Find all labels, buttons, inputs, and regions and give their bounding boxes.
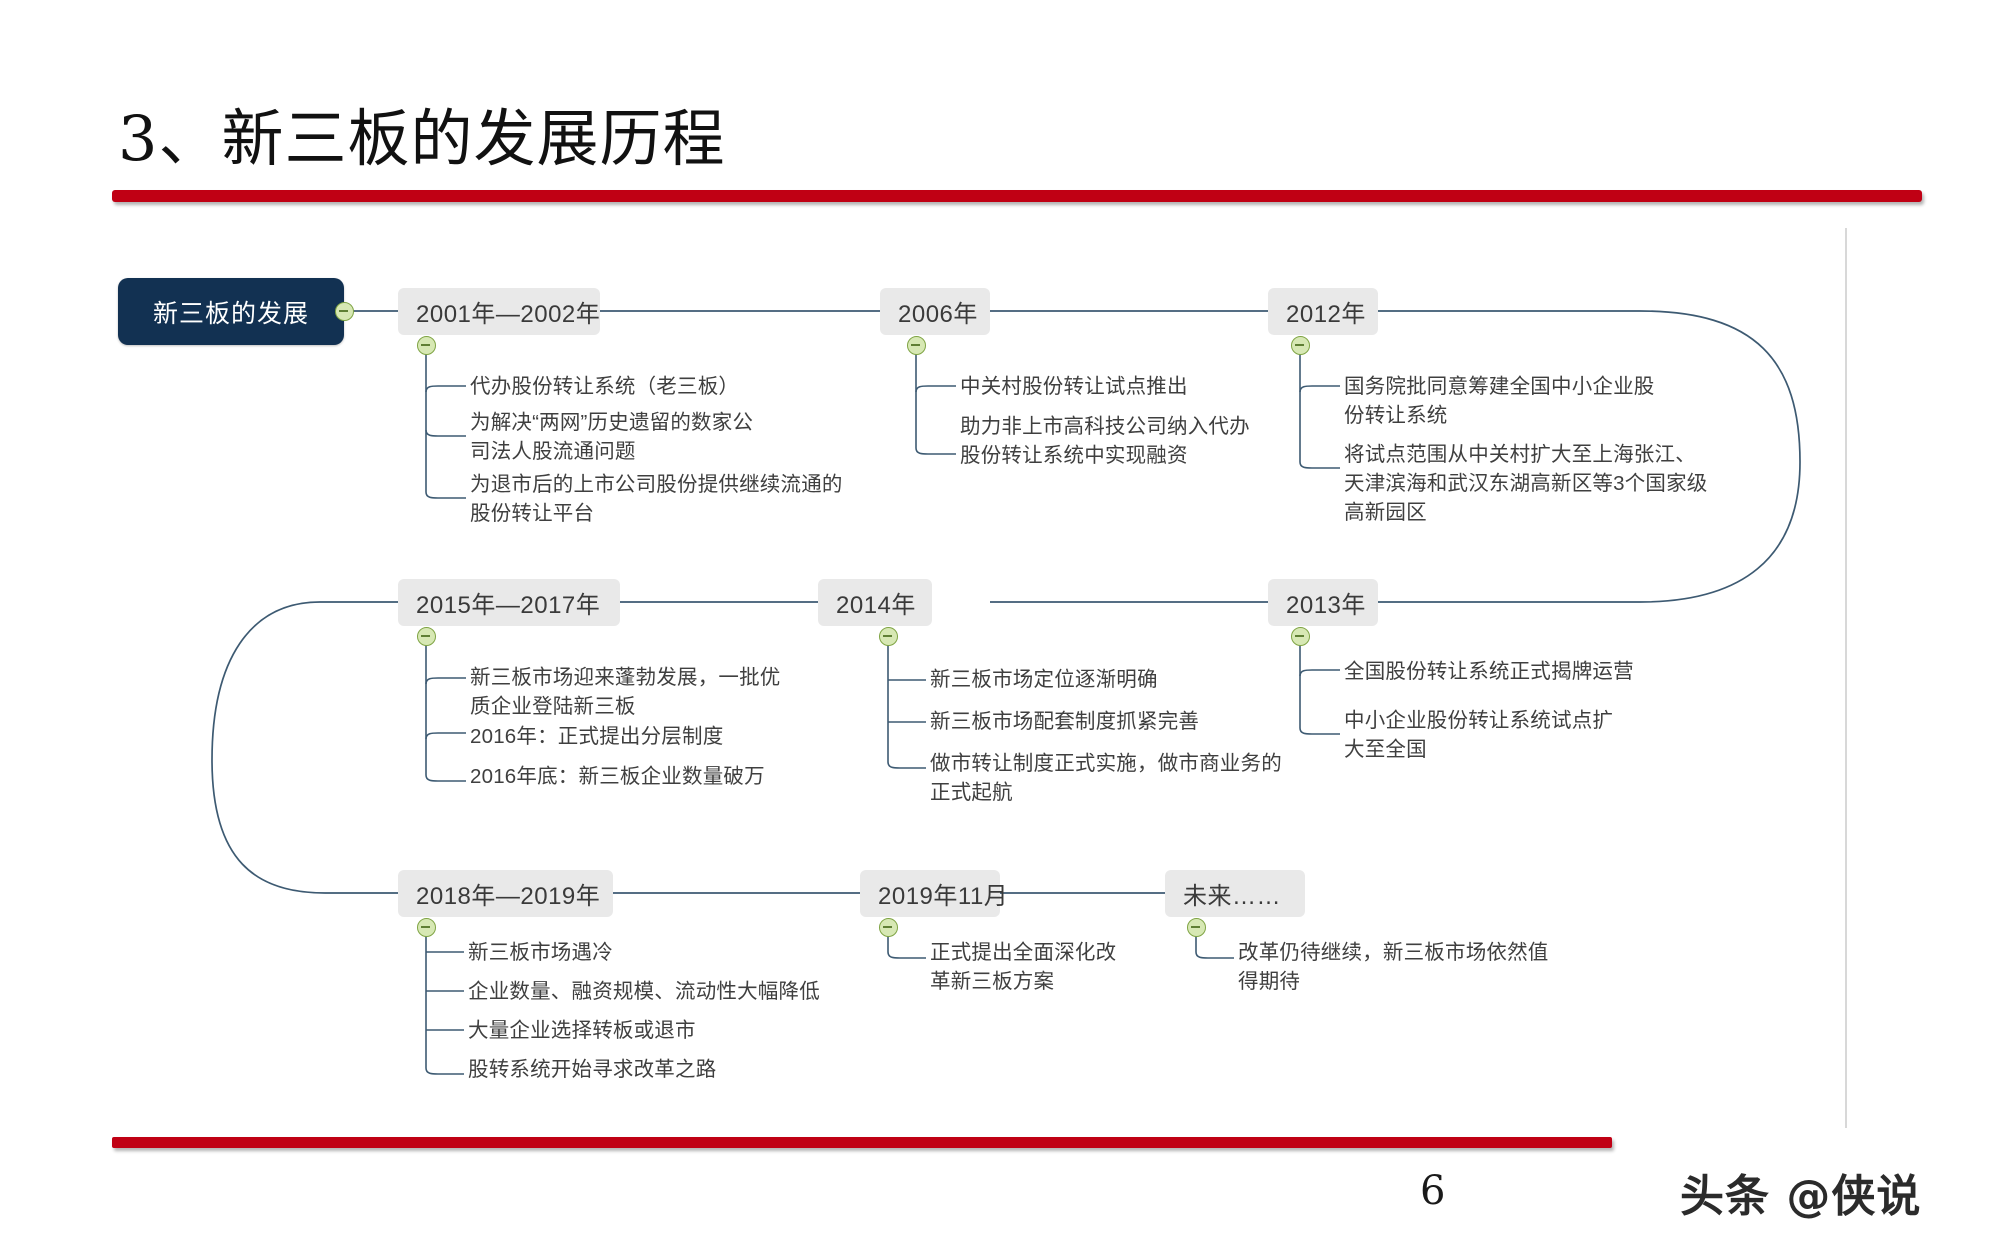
collapse-knob-2014[interactable] xyxy=(879,627,898,646)
branch-bullet-2018-2: 企业数量、融资规模、流动性大幅降低 xyxy=(468,980,820,1003)
branch-node-2001[interactable]: 2001年—2002年 xyxy=(398,288,600,335)
branch-node-2006[interactable]: 2006年 xyxy=(880,288,990,335)
branch-label-2018: 2018年—2019年 xyxy=(416,883,601,910)
branch-label-2015: 2015年—2017年 xyxy=(416,592,601,619)
branch-node-2013[interactable]: 2013年 xyxy=(1268,579,1378,626)
right-divider-line xyxy=(1845,228,1847,1128)
branch-label-2006: 2006年 xyxy=(898,301,978,328)
branch-bullet-2014-3: 做市转让制度正式实施，做市商业务的 正式起航 xyxy=(930,752,1282,804)
page-title: 3、新三板的发展历程 xyxy=(118,102,726,175)
branch-bullet-2015-3: 2016年底：新三板企业数量破万 xyxy=(470,765,765,788)
mindmap-root-label: 新三板的发展 xyxy=(152,299,309,328)
branch-bullet-2006-1: 中关村股份转让试点推出 xyxy=(960,375,1188,398)
branch-bullet-2013-1: 全国股份转让系统正式揭牌运营 xyxy=(1344,660,1634,683)
branch-node-2015[interactable]: 2015年—2017年 xyxy=(398,579,620,626)
branch-node-2012[interactable]: 2012年 xyxy=(1268,288,1378,335)
title-underline-rule xyxy=(112,190,1922,202)
branch-label-future: 未来…… xyxy=(1183,883,1281,910)
branch-node-2019-11[interactable]: 2019年11月 xyxy=(860,870,1008,917)
branch-node-future[interactable]: 未来…… xyxy=(1165,870,1305,917)
branch-bullet-2001-3: 为退市后的上市公司股份提供继续流通的 股份转让平台 xyxy=(470,473,843,525)
branch-bullet-2012-1: 国务院批同意筹建全国中小企业股 份转让系统 xyxy=(1344,375,1655,427)
collapse-knob-2013[interactable] xyxy=(1291,627,1310,646)
branch-label-2012: 2012年 xyxy=(1286,301,1366,328)
branch-node-2014[interactable]: 2014年 xyxy=(818,579,932,626)
collapse-knob-2015[interactable] xyxy=(417,627,436,646)
collapse-knob-2018[interactable] xyxy=(417,918,436,937)
branch-bullet-2015-1: 新三板市场迎来蓬勃发展，一批优 质企业登陆新三板 xyxy=(470,666,781,718)
collapse-knob-2001[interactable] xyxy=(417,336,436,355)
branch-bullet-2018-4: 股转系统开始寻求改革之路 xyxy=(468,1058,717,1081)
branch-bullet-2018-3: 大量企业选择转板或退市 xyxy=(468,1019,696,1042)
branch-label-2019-11: 2019年11月 xyxy=(878,883,1009,910)
branch-label-2013: 2013年 xyxy=(1286,592,1366,619)
footer-rule xyxy=(112,1137,1612,1148)
collapse-knob-future[interactable] xyxy=(1187,918,1206,937)
branch-bullet-2001-2: 为解决“两网”历史遗留的数家公 司法人股流通问题 xyxy=(470,411,754,463)
branch-node-2018[interactable]: 2018年—2019年 xyxy=(398,870,613,917)
branch-bullet-2019-11-1: 正式提出全面深化改 革新三板方案 xyxy=(930,941,1117,993)
branch-bullet-future-1: 改革仍待继续，新三板市场依然值 得期待 xyxy=(1238,941,1549,993)
branch-bullet-2018-1: 新三板市场遇冷 xyxy=(468,941,613,964)
branch-bullet-2001-1: 代办股份转让系统（老三板） xyxy=(470,375,740,398)
branch-label-2001: 2001年—2002年 xyxy=(416,301,601,328)
mindmap-root-node[interactable]: 新三板的发展 xyxy=(118,278,344,345)
collapse-knob-2006[interactable] xyxy=(907,336,926,355)
collapse-knob-2012[interactable] xyxy=(1291,336,1310,355)
branch-bullet-2006-2: 助力非上市高科技公司纳入代办 股份转让系统中实现融资 xyxy=(960,415,1250,467)
branch-bullet-2015-2: 2016年：正式提出分层制度 xyxy=(470,725,724,748)
branch-bullet-2013-2: 中小企业股份转让系统试点扩 大至全国 xyxy=(1344,709,1614,761)
collapse-knob-2019-11[interactable] xyxy=(879,918,898,937)
page-number: 6 xyxy=(1420,1168,1446,1214)
watermark-label: 头条 @侠说 xyxy=(1680,1171,1922,1222)
branch-bullet-2012-2: 将试点范围从中关村扩大至上海张江、 天津滨海和武汉东湖高新区等3个国家级 高新园… xyxy=(1344,443,1708,524)
branch-bullet-2014-1: 新三板市场定位逐渐明确 xyxy=(930,668,1158,691)
branch-bullet-2014-2: 新三板市场配套制度抓紧完善 xyxy=(930,710,1200,733)
branch-label-2014: 2014年 xyxy=(836,592,916,619)
collapse-knob-root[interactable] xyxy=(335,302,354,321)
